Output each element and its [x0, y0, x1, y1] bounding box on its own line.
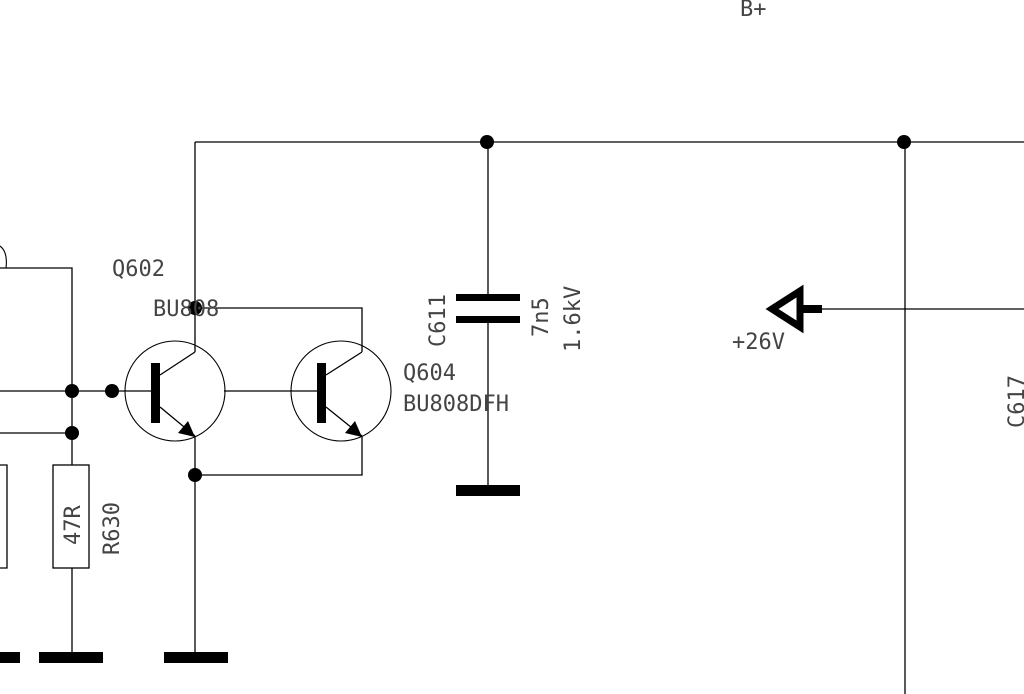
c611-ref-label: C611 — [426, 294, 451, 347]
transistor-q602-collector-lead — [159, 351, 196, 376]
junction-dot — [897, 135, 911, 149]
junction-dot — [188, 468, 202, 482]
supply-26v-triangle — [765, 284, 804, 334]
r630-value-label: 47R — [61, 505, 86, 545]
c611-value-label: 7n5 — [529, 297, 554, 337]
transistor-q604-base-bar — [317, 363, 326, 423]
wire-collector-link — [195, 307, 363, 352]
junction-dot — [65, 384, 79, 398]
ground-bar — [0, 652, 20, 663]
capacitor-c611-plate-bottom — [456, 316, 520, 323]
transistor-q604-collector-lead — [325, 351, 363, 376]
ground-bar — [39, 652, 103, 663]
q604-ref-label: Q604 — [403, 361, 456, 386]
transistor-q604-emitter-arrow — [345, 421, 362, 437]
capacitor-c611-symbol — [456, 294, 520, 323]
junction-dot — [105, 384, 119, 398]
net-label-b-plus: B+ — [740, 0, 767, 22]
supply-26v-stub — [800, 305, 822, 313]
c611-rating-label: 1.6kV — [561, 286, 586, 352]
ground-bar — [456, 485, 520, 496]
q604-part-label: BU808DFH — [403, 392, 509, 417]
supply-26v-symbol — [765, 284, 822, 334]
wire-emitter-link — [194, 436, 363, 476]
wire-left-arc — [0, 245, 7, 269]
ground-symbols — [0, 485, 520, 663]
wire-left-resistor-stub — [0, 464, 8, 569]
capacitor-c611-plate-top — [456, 294, 520, 301]
ground-bar — [164, 652, 228, 663]
transistor-q604-body — [290, 340, 392, 442]
r630-ref-label: R630 — [100, 502, 125, 555]
transistor-q604-symbol — [290, 340, 392, 442]
junction-dot — [188, 301, 202, 315]
c617-ref-label: C617 — [1005, 375, 1024, 428]
junction-dot — [65, 426, 79, 440]
transistor-q602-body — [124, 340, 226, 442]
transistor-q602-base-bar — [151, 363, 160, 423]
wires — [0, 141, 1024, 694]
q602-ref-label: Q602 — [112, 257, 165, 282]
wire-left-upper — [0, 267, 73, 465]
resistor-r630-body — [52, 464, 90, 569]
junctions — [65, 135, 911, 482]
labels: B+ Q602 BU808 Q604 BU808DFH C611 7n5 1.6… — [61, 0, 1024, 555]
transistor-q602-symbol — [124, 340, 226, 442]
junction-dot — [480, 135, 494, 149]
q602-part-label: BU808 — [153, 297, 219, 322]
transistor-q602-emitter-arrow — [178, 421, 195, 437]
net-label-26v: +26V — [732, 330, 785, 355]
